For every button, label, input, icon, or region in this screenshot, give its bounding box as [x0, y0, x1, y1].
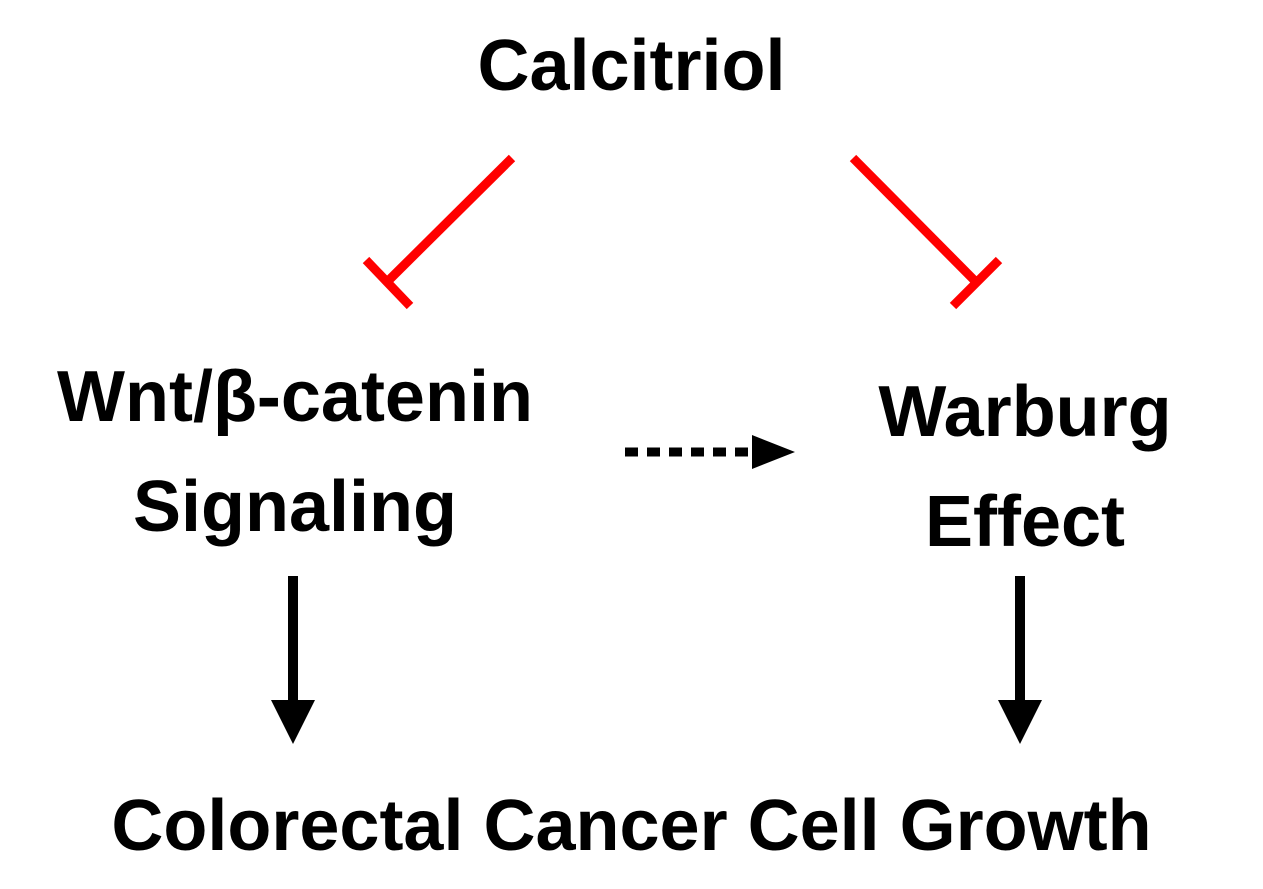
warburg-effect-line1: Warburg [878, 372, 1172, 452]
arrow-warburg-to-growth [998, 576, 1042, 744]
dashed-arrow-wnt-to-warburg [625, 435, 795, 469]
colorectal-growth-node: Colorectal Cancer Cell Growth [111, 786, 1152, 866]
warburg-effect-line2: Effect [924, 482, 1126, 562]
wnt-signaling-line1: Wnt/β-catenin [57, 357, 533, 437]
arrow-wnt-to-growth [271, 576, 315, 744]
inhibition-edge-warburg [849, 154, 1003, 310]
warburg-effect-node: Warburg Effect [835, 357, 1215, 577]
wnt-signaling-node: Wnt/β-catenin Signaling [20, 342, 570, 562]
wnt-signaling-line2: Signaling [133, 467, 457, 547]
inhibition-edge-wnt [362, 154, 516, 310]
calcitriol-node: Calcitriol [477, 26, 786, 106]
